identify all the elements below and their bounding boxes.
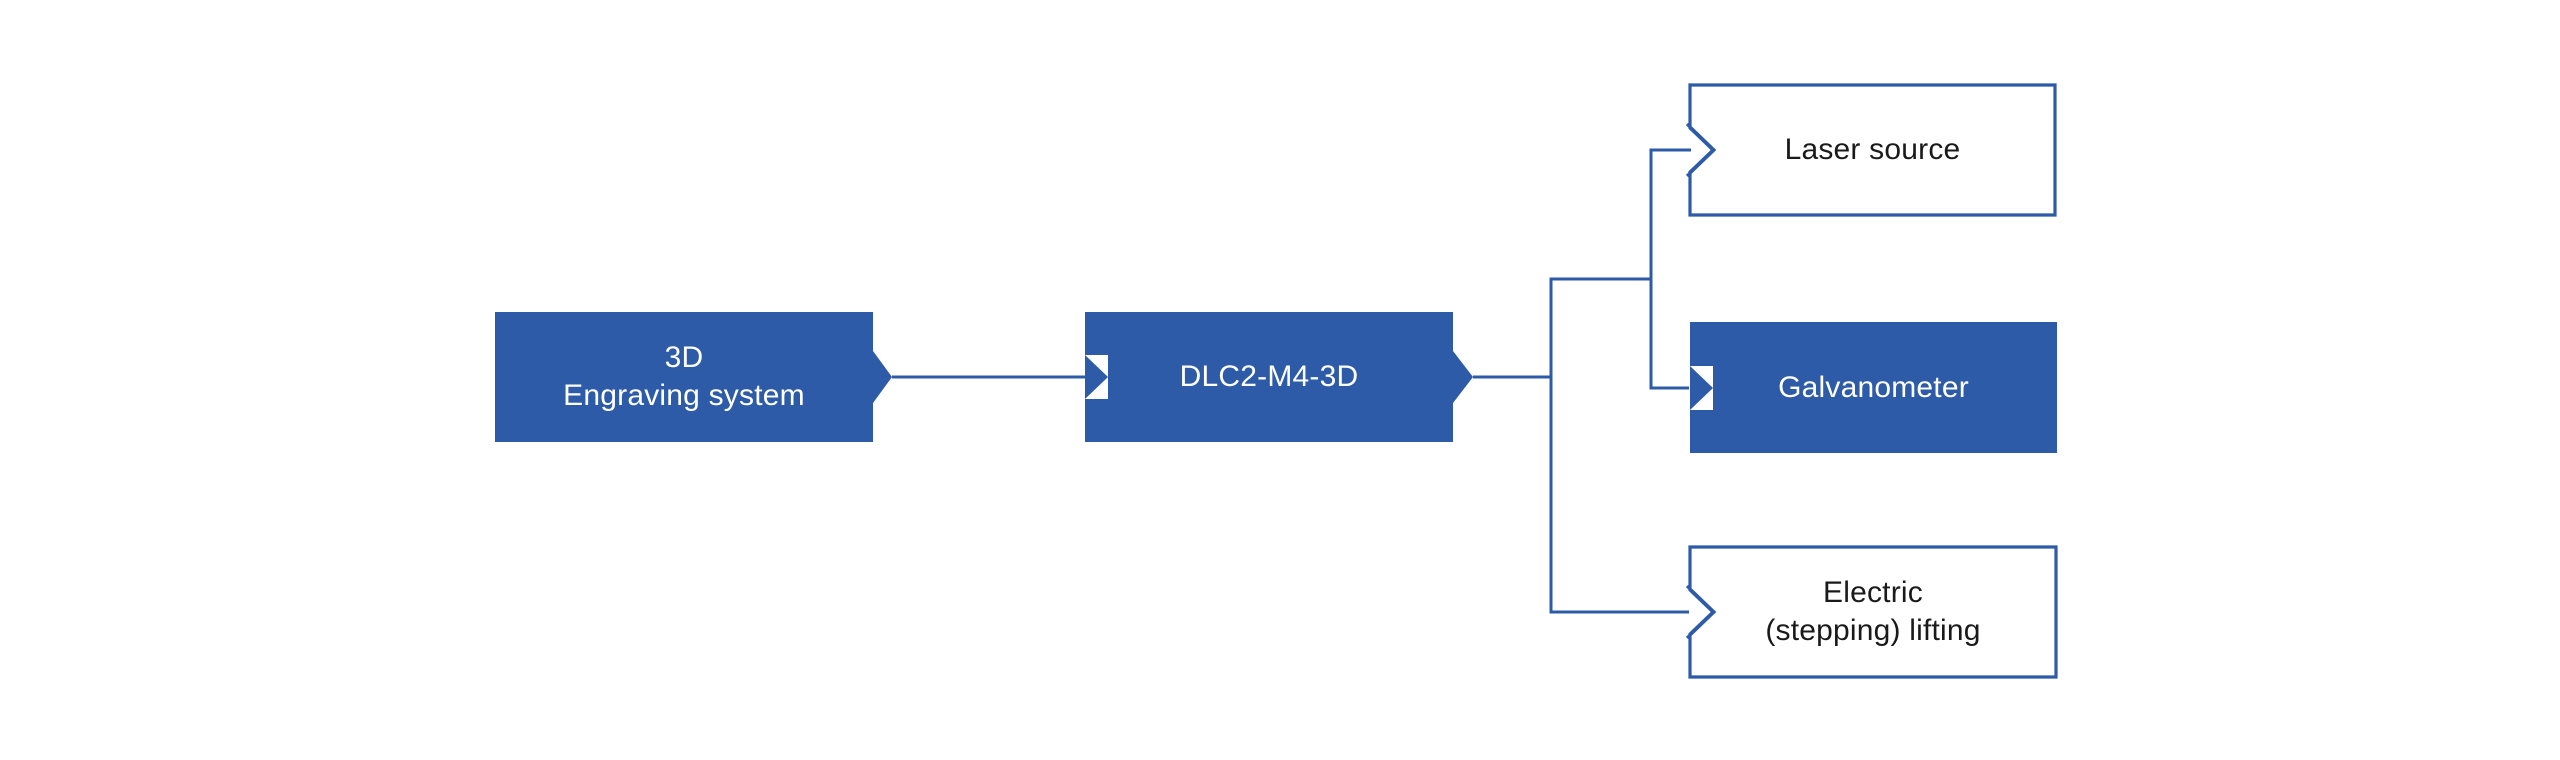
node-laser-source-shape	[1688, 83, 2057, 217]
arrowhead-into-laser-source	[1685, 122, 1717, 178]
node-dlc2-m4-3d-shape	[1085, 312, 1473, 442]
node-engraving-system-shape	[495, 312, 892, 442]
arrowhead-into-electric-lifting	[1685, 584, 1717, 640]
connector-laser-galvo-branch	[1649, 148, 1691, 390]
arrowhead-into-galvanometer	[1690, 366, 1713, 410]
node-electric-lifting-shape	[1688, 545, 2058, 679]
node-galvanometer-shape	[1690, 322, 2057, 453]
connector-hub-and-bottom-branch	[1549, 277, 1689, 614]
arrowhead-into-dlc2	[1085, 355, 1108, 399]
